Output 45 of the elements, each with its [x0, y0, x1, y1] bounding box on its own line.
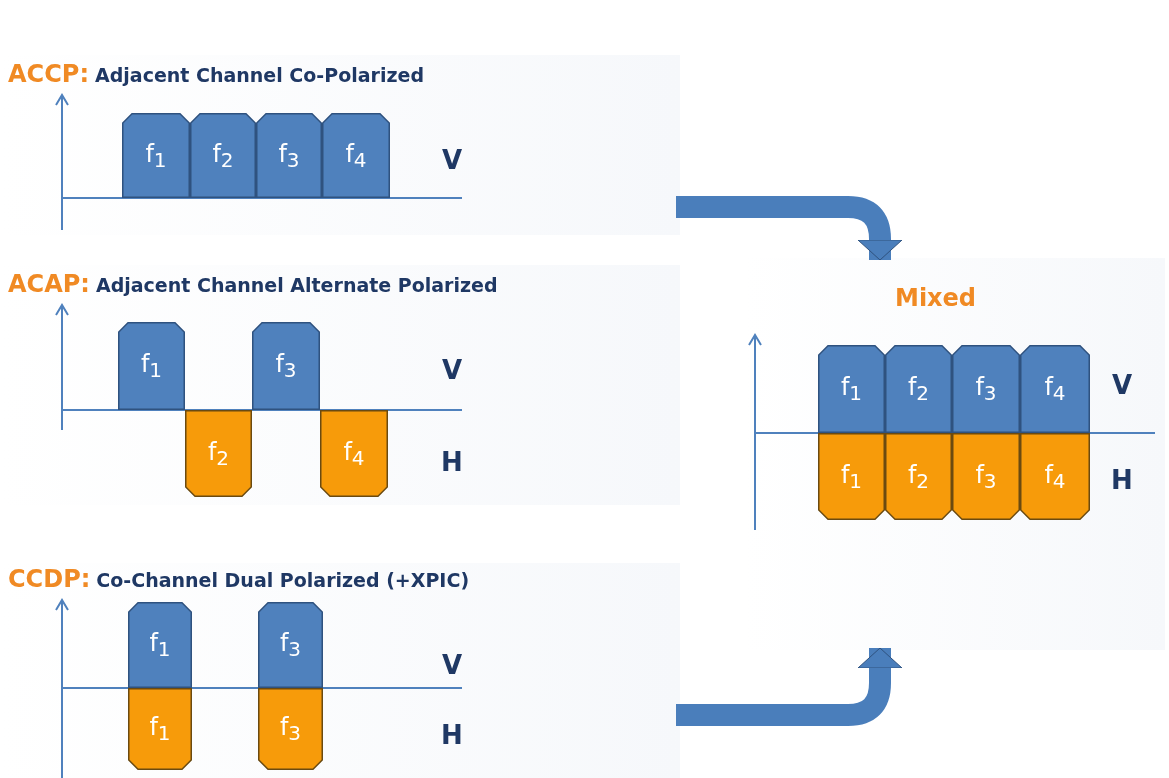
channel-label: f$_{1}$	[145, 139, 167, 172]
polarization-label: H	[441, 720, 463, 750]
channel-block	[118, 322, 185, 410]
channel-label: f$_{4}$	[343, 437, 365, 470]
polarization-label: V	[1111, 370, 1133, 400]
channel-label: f$_{1}$	[149, 628, 171, 662]
channel-label: f$_{3}$	[279, 628, 302, 662]
panel-heading: CCDP:	[8, 565, 91, 593]
channel-block	[190, 113, 256, 198]
channel-label: f$_{1}$	[840, 460, 863, 493]
polarization-label: V	[441, 355, 463, 385]
panel-title: Adjacent Channel Co-Polarized	[95, 64, 424, 86]
channel-block	[122, 113, 190, 198]
channel-block	[320, 410, 388, 497]
channel-block	[322, 113, 390, 198]
panel-heading: ACAP:	[8, 270, 90, 298]
channel-label: f$_{1}$	[840, 372, 863, 406]
channel-label: f$_{3}$	[278, 139, 300, 172]
polarization-label: H	[441, 447, 463, 477]
panel-title: Co-Channel Dual Polarized (+XPIC)	[96, 569, 470, 591]
channel-label: f$_{4}$	[1044, 372, 1066, 406]
channel-label: f$_{4}$	[1044, 460, 1066, 493]
channel-label: f$_{3}$	[975, 372, 997, 406]
block-arrow	[676, 196, 903, 261]
channel-label: f$_{2}$	[907, 372, 930, 406]
panel-title: Adjacent Channel Alternate Polarized	[95, 274, 498, 296]
panel-heading: ACCP:	[8, 60, 89, 88]
channel-label: f$_{3}$	[275, 349, 297, 383]
polarization-label: V	[441, 650, 463, 680]
channel-label: f$_{1}$	[140, 349, 163, 383]
channel-label: f$_{2}$	[207, 437, 230, 470]
polarization-label: H	[1111, 465, 1133, 495]
channel-label: f$_{4}$	[345, 139, 367, 172]
channel-label: f$_{3}$	[279, 712, 302, 746]
channel-block	[256, 113, 322, 198]
panel-heading: Mixed	[895, 284, 977, 312]
channel-label: f$_{2}$	[212, 139, 234, 172]
channel-label: f$_{1}$	[149, 712, 171, 746]
channel-block	[185, 410, 252, 497]
channel-label: f$_{2}$	[907, 460, 930, 493]
channel-block	[252, 322, 320, 410]
polarization-label: V	[441, 145, 463, 175]
chart-panel	[745, 258, 1165, 650]
block-arrow	[676, 647, 903, 726]
channel-label: f$_{3}$	[975, 460, 997, 493]
